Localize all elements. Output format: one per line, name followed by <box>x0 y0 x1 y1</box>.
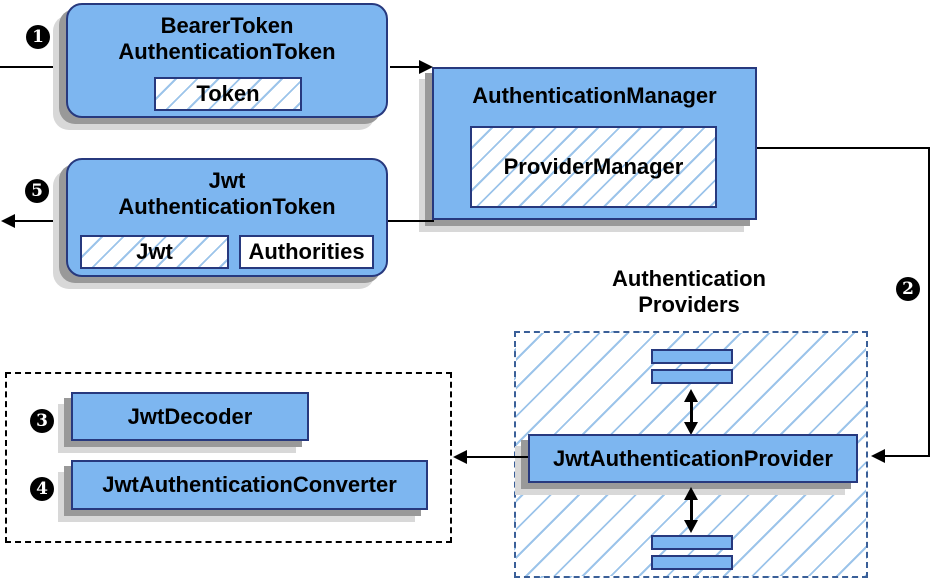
providers-label-line2: Providers <box>638 292 740 317</box>
outgoing-result-line <box>14 220 66 222</box>
arrowhead-left-icon <box>453 450 467 464</box>
jwt-authentication-converter-node: JwtAuthenticationConverter <box>71 460 428 510</box>
arrowhead-down-icon <box>684 520 698 533</box>
jwt-authentication-token-node: Jwt AuthenticationToken Jwt Authorities <box>66 158 388 277</box>
jwt-authentication-provider-label: JwtAuthenticationProvider <box>553 445 833 471</box>
provider-list-link-line <box>690 497 693 523</box>
arrowhead-up-icon <box>684 389 698 402</box>
jwt-token-title-line1: Jwt <box>208 168 246 193</box>
authorities-field-label: Authorities <box>248 239 365 264</box>
provider-list-link-line <box>690 399 693 425</box>
manager-to-provider-line-bottom <box>884 455 930 457</box>
step-5-badge: 5 <box>25 179 49 203</box>
provider-placeholder-bar <box>651 535 733 550</box>
authentication-manager-title: AuthenticationManager <box>472 83 717 108</box>
provider-manager-implementation: ProviderManager <box>470 126 717 208</box>
authentication-providers-label: Authentication Providers <box>589 266 789 318</box>
jwt-components-group <box>5 372 452 543</box>
jwt-authentication-provider-node: JwtAuthenticationProvider <box>528 434 858 483</box>
jwt-authentication-converter-label: JwtAuthenticationConverter <box>102 472 397 497</box>
manager-to-jwt-token-line <box>388 220 434 222</box>
arrowhead-left-icon <box>871 449 885 463</box>
providers-label-line1: Authentication <box>612 266 766 291</box>
arrowhead-down-icon <box>684 422 698 435</box>
token-field-label: Token <box>196 81 260 106</box>
arrowhead-right-icon <box>419 60 433 74</box>
bearer-token-title-line2: AuthenticationToken <box>118 39 336 64</box>
jwt-field-label: Jwt <box>136 239 173 264</box>
authorities-field: Authorities <box>239 235 374 269</box>
manager-to-provider-line-vertical <box>928 147 930 457</box>
bearer-token-authentication-token-node: BearerToken AuthenticationToken Token <box>66 3 388 118</box>
step-3-badge: 3 <box>30 409 54 433</box>
arrowhead-up-icon <box>684 487 698 500</box>
bearer-token-title-line1: BearerToken <box>160 13 294 38</box>
manager-to-provider-line-top <box>757 147 930 149</box>
provider-placeholder-bar <box>651 349 733 364</box>
provider-placeholder-bar <box>651 555 733 570</box>
jwt-decoder-label: JwtDecoder <box>127 403 253 429</box>
step-1-badge: 1 <box>26 25 50 49</box>
provider-to-components-line <box>466 456 528 458</box>
step-2-badge: 2 <box>896 277 920 301</box>
provider-manager-label: ProviderManager <box>503 154 684 179</box>
jwt-decoder-node: JwtDecoder <box>71 392 309 441</box>
arrowhead-left-icon <box>1 214 15 228</box>
provider-placeholder-bar <box>651 369 733 384</box>
incoming-request-line <box>0 66 66 68</box>
jwt-token-title-line2: AuthenticationToken <box>118 194 336 219</box>
token-field: Token <box>154 77 302 111</box>
bearer-to-manager-line <box>390 66 420 68</box>
step-4-badge: 4 <box>30 477 54 501</box>
authentication-manager-node: AuthenticationManager ProviderManager <box>432 67 757 220</box>
jwt-field: Jwt <box>80 235 229 269</box>
